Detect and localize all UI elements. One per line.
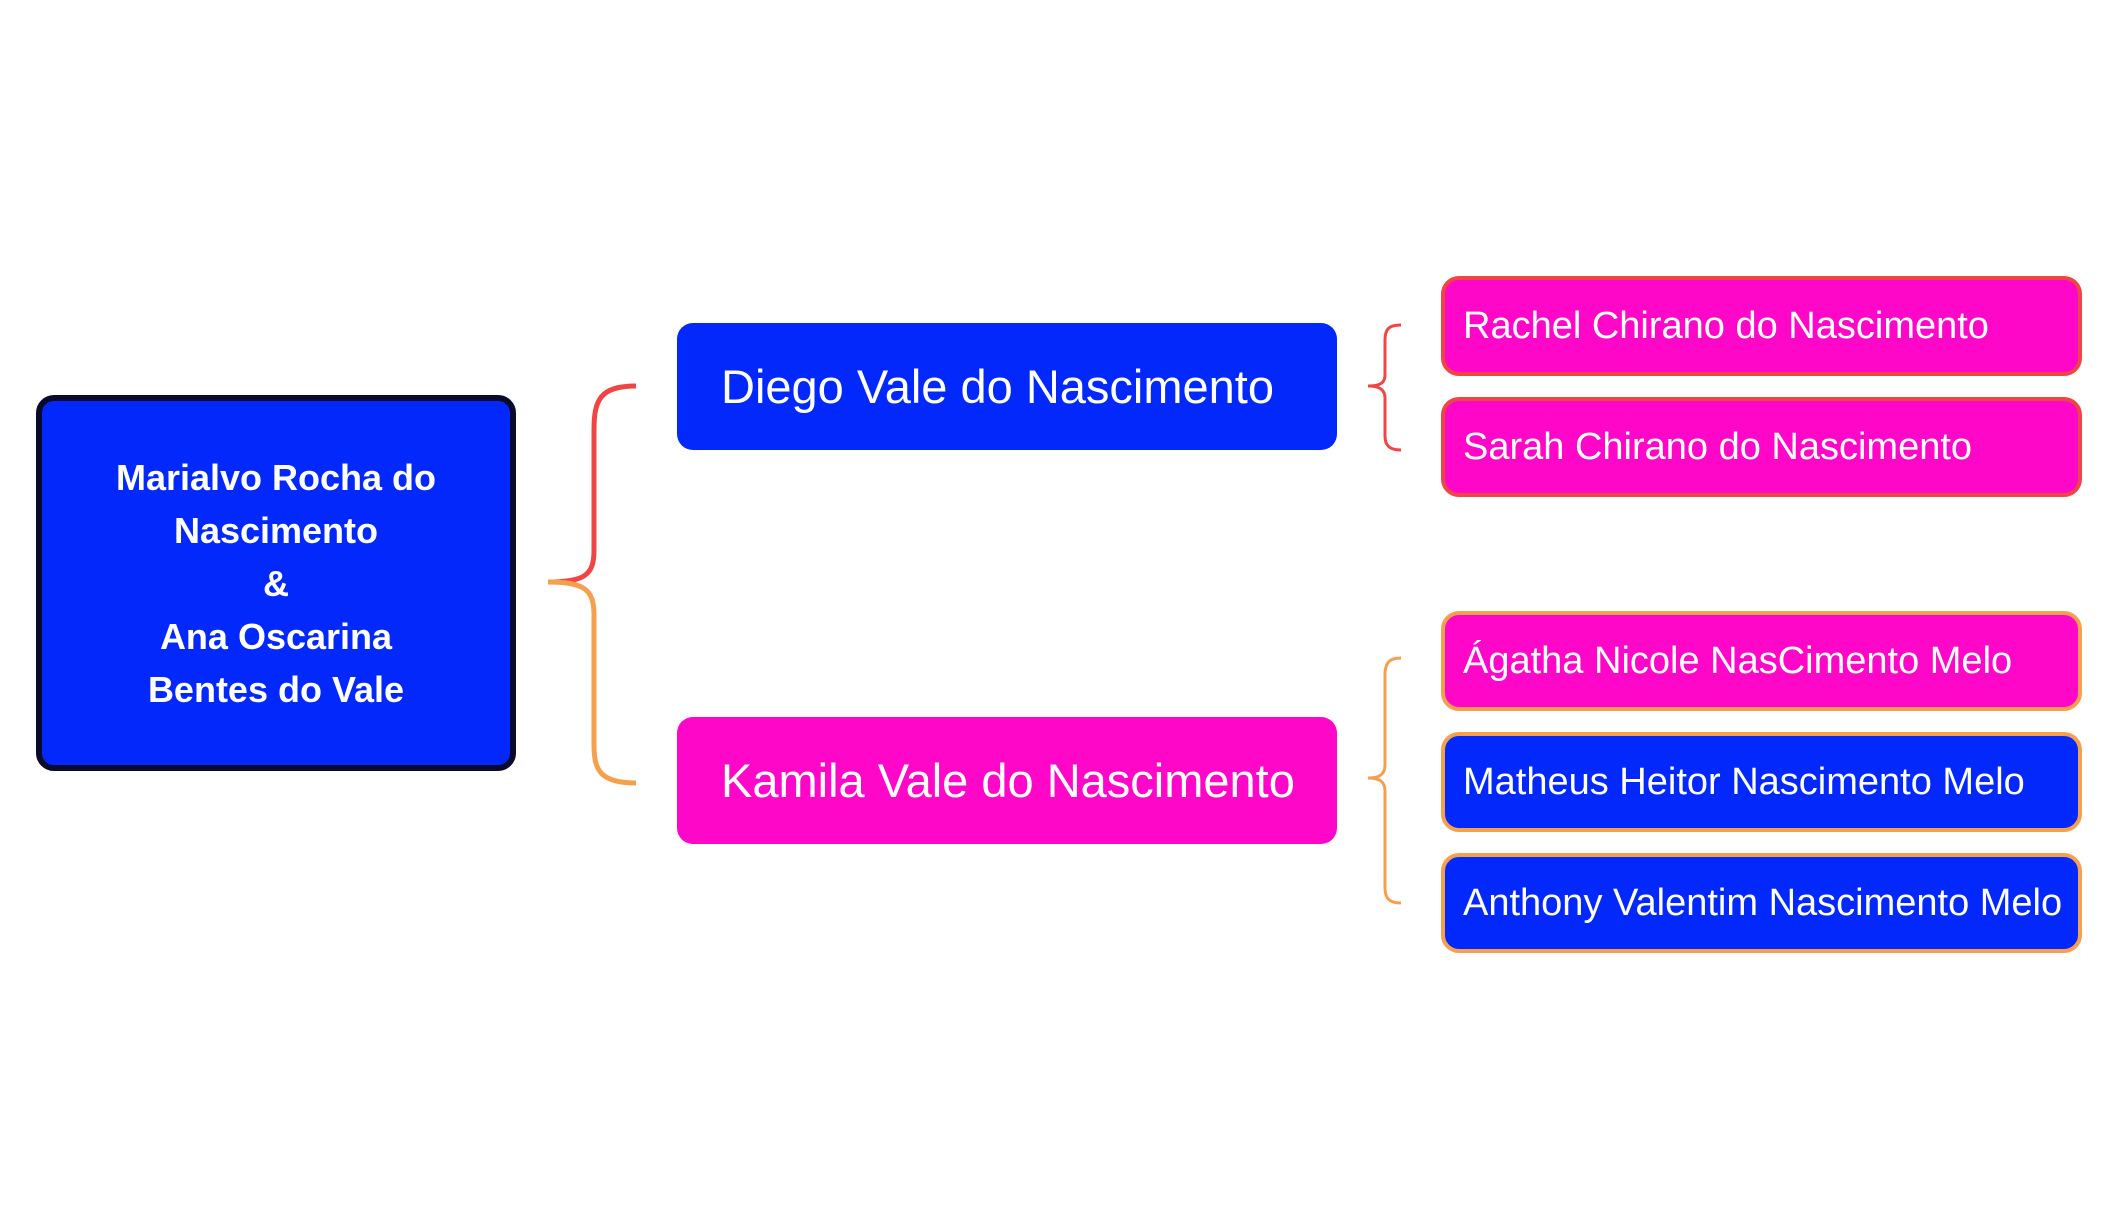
node-label: Kamila Vale do Nascimento	[721, 754, 1295, 807]
node-agatha[interactable]: Ágatha Nicole NasCimento Melo	[1441, 611, 2082, 711]
node-kamila[interactable]: Kamila Vale do Nascimento	[677, 717, 1337, 844]
brace-root-top	[547, 383, 637, 585]
root-label: Marialvo Rocha do Nascimento & Ana Oscar…	[115, 456, 437, 710]
node-label: Matheus Heitor Nascimento Melo	[1463, 760, 2025, 803]
brace-root-bottom	[547, 579, 637, 786]
node-label: Anthony Valentim Nascimento Melo	[1463, 881, 2063, 924]
brace-kamila	[1367, 656, 1402, 905]
node-label: Diego Vale do Nascimento	[721, 360, 1274, 413]
node-anthony[interactable]: Anthony Valentim Nascimento Melo	[1441, 853, 2082, 953]
root-node[interactable]: Marialvo Rocha do Nascimento & Ana Oscar…	[36, 395, 516, 771]
node-label: Ágatha Nicole NasCimento Melo	[1463, 639, 2013, 682]
node-diego[interactable]: Diego Vale do Nascimento	[677, 323, 1337, 450]
node-matheus[interactable]: Matheus Heitor Nascimento Melo	[1441, 732, 2082, 832]
node-sarah[interactable]: Sarah Chirano do Nascimento	[1441, 397, 2082, 497]
node-label: Rachel Chirano do Nascimento	[1463, 304, 1989, 347]
brace-diego	[1367, 323, 1402, 452]
node-rachel[interactable]: Rachel Chirano do Nascimento	[1441, 276, 2082, 376]
node-label: Sarah Chirano do Nascimento	[1463, 425, 1973, 468]
